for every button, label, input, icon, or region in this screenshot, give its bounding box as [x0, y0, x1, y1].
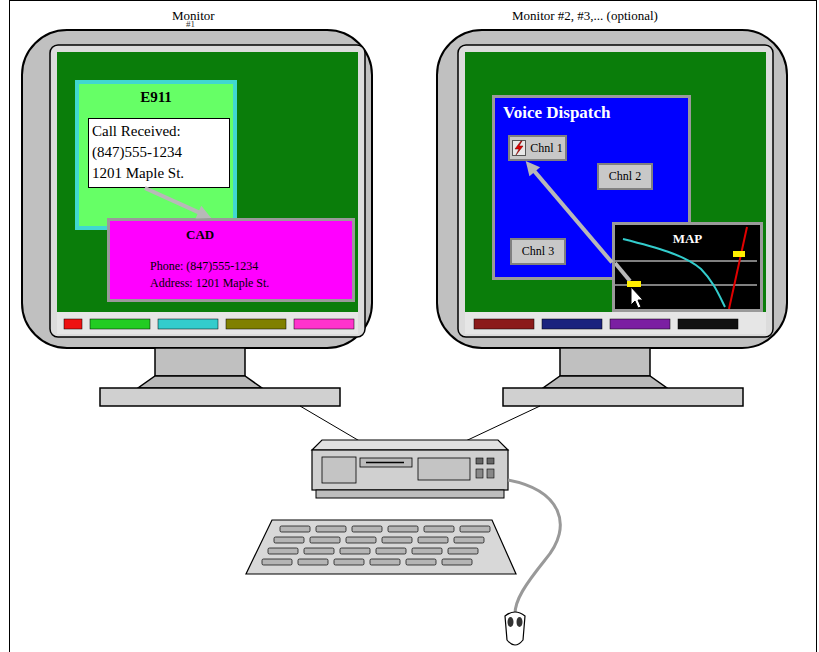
phone-field: Phone: (847)555-1234: [150, 259, 352, 274]
lightning-icon: [512, 140, 526, 156]
channel-button: Chnl 2: [597, 163, 653, 190]
monitor-label: Monitor #2, #3,... (optional): [512, 8, 658, 24]
channel-label: Chnl 2: [609, 169, 641, 184]
address-field: Address: 1201 Maple St.: [150, 276, 352, 291]
call-received-box: Call Received: (847)555-1234 1201 Maple …: [88, 118, 230, 188]
arrow-connector: [526, 161, 612, 263]
channel-label: Chnl 3: [522, 244, 554, 259]
channel-button: Chnl 1: [508, 135, 567, 161]
e911-window: E911Call Received: (847)555-1234 1201 Ma…: [75, 80, 237, 230]
channel-button: Chnl 3: [510, 238, 566, 265]
monitor-number: #1: [186, 19, 195, 29]
call-info-text: Call Received: (847)555-1234 1201 Maple …: [92, 121, 206, 184]
map-window: MAP: [612, 222, 763, 312]
cad-window: CAD Phone: (847)555-1234Address: 1201 Map…: [107, 218, 355, 302]
window-title: E911: [79, 89, 233, 106]
arrow-connector: [145, 188, 211, 219]
window-title: MAP: [615, 231, 760, 247]
channel-label: Chnl 1: [530, 141, 562, 156]
window-title: Voice Dispatch: [503, 103, 688, 123]
window-title: CAD: [186, 227, 352, 243]
